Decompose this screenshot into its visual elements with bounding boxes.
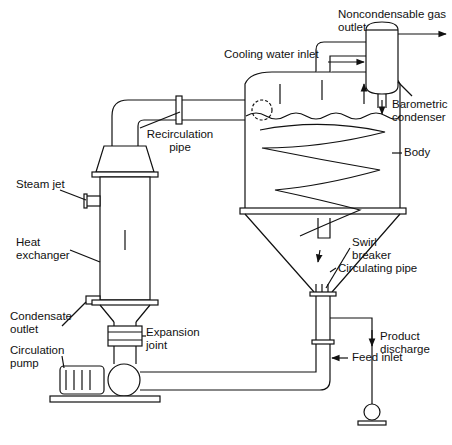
part-label: Swirl breaker [352, 236, 412, 262]
part-label: Product discharge [380, 330, 442, 356]
part-label: Circulation pump [10, 344, 80, 370]
part-label: Steam jet [16, 178, 66, 191]
part-label: Expansion joint [146, 326, 216, 352]
part-label: Barometric condenser [392, 98, 452, 124]
part-label: Condensate outlet [10, 310, 80, 336]
part-label: Recirculation pipe [140, 128, 220, 154]
part-label: Noncondensable gas outlet [338, 8, 448, 34]
part-label: Heat exchanger [16, 236, 74, 262]
part-label: Cooling water inlet [224, 48, 334, 61]
part-label: Circulating pipe [338, 262, 438, 275]
part-label: Body [404, 146, 444, 159]
